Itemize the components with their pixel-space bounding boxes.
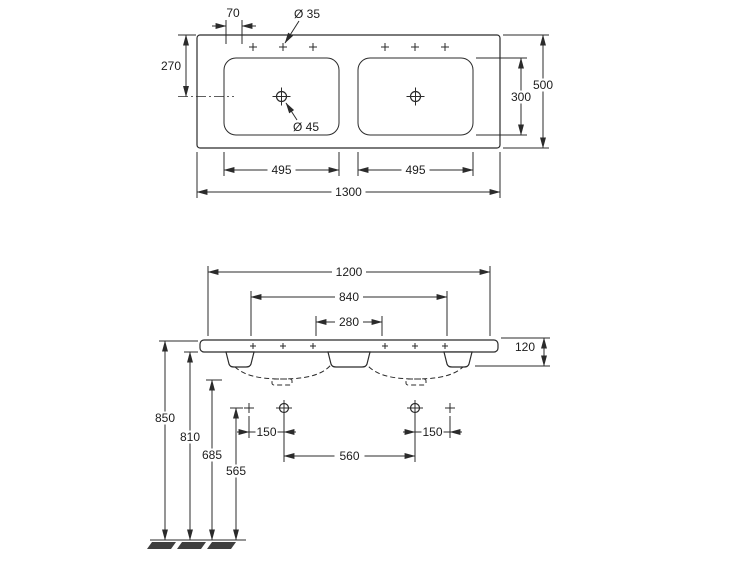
dim-height-565-label: 565 xyxy=(226,464,246,478)
dim-drain-spacing-label: 560 xyxy=(339,449,359,463)
dim-width-280: 280 xyxy=(315,315,383,336)
fixing-lug-left xyxy=(225,351,255,368)
dim-drain-spacing: 560 xyxy=(283,416,416,463)
tap-hole-marker xyxy=(442,343,448,349)
drain-right-cross xyxy=(406,87,425,106)
drain-left-cross xyxy=(272,87,291,106)
top-view: 70 Ø 35 270 500 300 xyxy=(161,6,557,199)
tap-hole-marker xyxy=(279,43,287,51)
callout-tap-hole-dia: Ø 35 xyxy=(284,7,320,44)
dim-edge-to-drain-label: 270 xyxy=(161,59,181,73)
dim-offset-150-right-label: 150 xyxy=(422,425,442,439)
fixing-lug-right xyxy=(443,351,473,368)
tap-hole-dia-label: Ø 35 xyxy=(294,7,320,21)
dim-basin-width-left-label: 495 xyxy=(271,163,291,177)
fixing-lug-center xyxy=(327,351,371,368)
mounting-hole-marker-left xyxy=(244,403,254,413)
front-view: 1200 840 280 120 150 xyxy=(147,265,550,549)
dim-width-1200: 1200 xyxy=(207,265,491,336)
callout-drain-dia: Ø 45 xyxy=(285,102,319,134)
dim-width-total-label: 1300 xyxy=(335,185,362,199)
dim-apron-height-label: 120 xyxy=(515,340,535,354)
dim-width-280-label: 280 xyxy=(339,315,359,329)
dim-basin-depth-label: 300 xyxy=(511,90,531,104)
tap-hole-marker xyxy=(441,43,449,51)
drain-right-hidden xyxy=(405,378,427,386)
drain-left-hidden xyxy=(271,378,293,386)
tap-hole-marker xyxy=(381,43,389,51)
dim-height-810: 810 xyxy=(177,351,203,541)
dim-basin-width-right: 495 xyxy=(357,152,474,177)
dim-height-810-label: 810 xyxy=(180,430,200,444)
dim-offset-150-left-label: 150 xyxy=(256,425,276,439)
tap-hole-marker xyxy=(382,343,388,349)
dim-basin-depth: 300 xyxy=(476,57,535,136)
dim-height-565: 565 xyxy=(223,407,249,541)
dim-tap-offset: 70 xyxy=(212,6,256,44)
dim-height-850: 850 xyxy=(152,340,198,541)
dim-apron-height: 120 xyxy=(475,337,550,367)
tap-hole-marker xyxy=(309,43,317,51)
tap-hole-marker xyxy=(411,43,419,51)
dim-basin-width-left: 495 xyxy=(223,152,340,177)
dim-width-1200-label: 1200 xyxy=(336,265,363,279)
dim-depth-total: 500 xyxy=(503,34,557,149)
dim-edge-to-drain: 270 xyxy=(161,34,196,98)
mounting-hole-marker-right xyxy=(445,403,455,413)
dim-width-840-label: 840 xyxy=(339,290,359,304)
tap-hole-marker xyxy=(310,343,316,349)
dim-width-840: 840 xyxy=(250,290,448,336)
dim-depth-total-label: 500 xyxy=(533,78,553,92)
tap-hole-marker xyxy=(412,343,418,349)
floor-line xyxy=(147,539,246,549)
dim-width-total: 1300 xyxy=(196,152,501,199)
dim-offset-150-left: 150 xyxy=(237,416,296,439)
drain-dia-label: Ø 45 xyxy=(293,120,319,134)
dim-tap-offset-label: 70 xyxy=(226,6,240,20)
tap-hole-marker xyxy=(250,343,256,349)
tap-hole-marker xyxy=(249,43,257,51)
washbasin-outline-top xyxy=(196,34,501,149)
dim-height-850-label: 850 xyxy=(155,411,175,425)
dim-height-685-label: 685 xyxy=(202,448,222,462)
tap-hole-marker xyxy=(280,343,286,349)
drain-marker-right-cross xyxy=(407,400,423,416)
dim-offset-150-right: 150 xyxy=(403,416,462,439)
dim-height-685: 685 xyxy=(199,379,225,541)
dim-basin-width-right-label: 495 xyxy=(405,163,425,177)
basin-right xyxy=(357,57,474,136)
drain-marker-left-cross xyxy=(276,400,292,416)
washbasin-front-profile xyxy=(199,339,499,353)
